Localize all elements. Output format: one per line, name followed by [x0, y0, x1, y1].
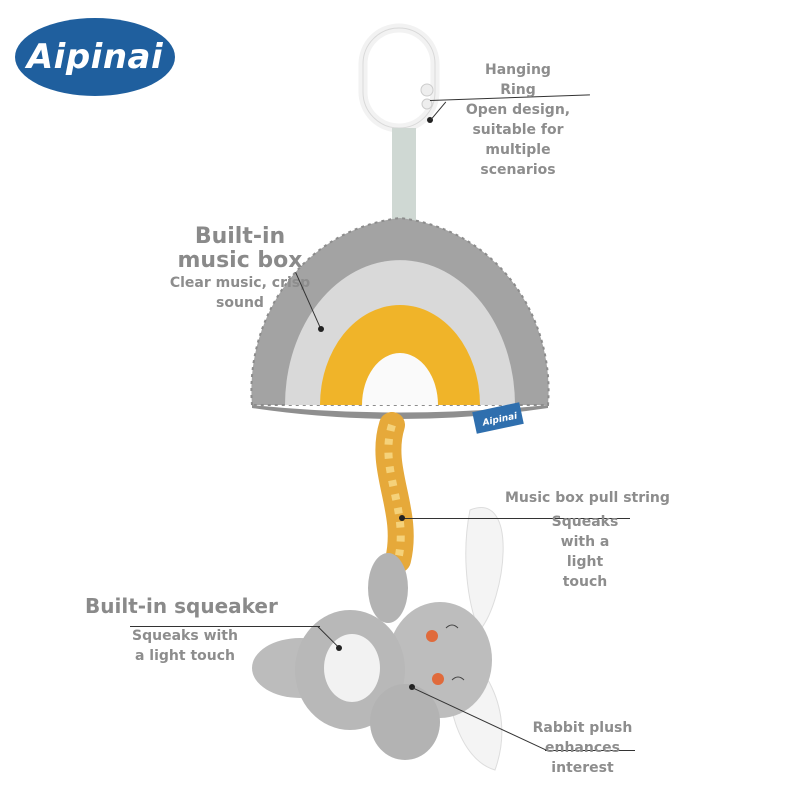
hanging-ring-desc-4: scenarios [480, 162, 556, 178]
pull-string-title: Music box pull string [505, 490, 670, 506]
music-box-title-1: Built-in [194, 224, 286, 249]
hanging-ring [358, 23, 440, 133]
callout-line-pull-string [402, 518, 630, 519]
hanging-ring-title-1: Hanging [485, 62, 551, 78]
pull-string-desc-4: touch [562, 574, 608, 590]
music-box-desc-2: sound [216, 295, 264, 311]
squeaker-desc-2: a light touch [134, 648, 236, 664]
callout-dot-squeaker [336, 645, 342, 651]
hanging-ring-title-2: Ring [500, 82, 536, 98]
callout-dot-pull-string [399, 515, 405, 521]
rabbit-title-1: Rabbit plush [532, 720, 633, 736]
music-box-desc-1: Clear music, crisp [169, 275, 311, 291]
rainbow-music-box [250, 216, 550, 434]
brand-logo-text: Aipinai [26, 37, 164, 77]
callout-music-box: Built-in music box Clear music, crisp so… [150, 225, 330, 313]
brand-tag-text: Aipinai [481, 411, 519, 429]
hanging-ring-desc-3: multiple [485, 142, 551, 158]
callout-line-rabbit [545, 750, 635, 751]
squeaker-desc-1: Squeaks with [132, 628, 238, 644]
callout-squeaker-desc: Squeaks with a light touch [120, 626, 250, 666]
callout-pull-string-title: Music box pull string [505, 488, 675, 508]
squeaker-title: Built-in squeaker [85, 594, 278, 618]
hanging-ring-desc-2: suitable for [472, 122, 564, 138]
hanging-ring-desc-1: Open design, [465, 102, 571, 118]
rabbit-desc-2: interest [551, 760, 614, 776]
callout-squeaker: Built-in squeaker [85, 594, 295, 618]
callout-line-squeaker [130, 626, 320, 627]
callout-hanging-ring: Hanging Ring Open design, suitable for m… [458, 60, 578, 180]
callout-rabbit: Rabbit plush enhances interest [520, 718, 645, 778]
brand-logo: Aipinai [15, 18, 175, 96]
pull-string-desc-2: with a [560, 534, 610, 550]
rabbit-desc-1: enhances [545, 740, 620, 756]
pull-string-desc-3: light [566, 554, 604, 570]
pull-string-desc-1: Squeaks [551, 514, 619, 530]
pull-string [375, 412, 414, 573]
callout-dot-music-box [318, 326, 324, 332]
callout-pull-string-desc: Squeaks with a light touch [535, 512, 635, 592]
rabbit-plush [252, 507, 504, 771]
music-box-title-2: music box [177, 248, 303, 273]
